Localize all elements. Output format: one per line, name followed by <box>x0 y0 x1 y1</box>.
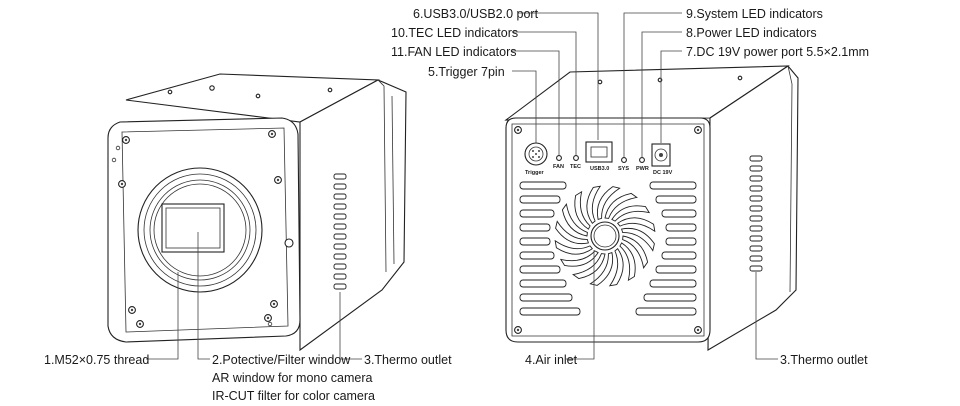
rear-camera: Trigger FAN TEC USB3.0 SYS PWR DC 19V <box>504 65 799 351</box>
sys-led <box>621 157 627 163</box>
callout-usb-port: 6.USB3.0/USB2.0 port <box>413 7 539 21</box>
fan-blade <box>611 205 651 222</box>
side-vents-right <box>749 155 763 272</box>
front-screws <box>111 130 282 328</box>
fan-grille <box>554 185 656 287</box>
tec-led <box>573 155 579 161</box>
rear-vents <box>519 181 697 316</box>
fan-blade <box>561 203 588 237</box>
side-vents-left <box>333 173 347 290</box>
panel-label-pwr: PWR <box>636 166 649 172</box>
front-camera <box>107 73 407 352</box>
panel-label-sys: SYS <box>618 166 629 172</box>
callout-tec-led: 10.TEC LED indicators <box>391 26 518 40</box>
panel-label-dc: DC 19V <box>653 170 673 176</box>
usb-port <box>585 141 613 163</box>
panel-label-fan: FAN <box>553 164 564 170</box>
side-rim <box>377 79 387 273</box>
fan-blade <box>554 239 593 255</box>
front-camera-side-face <box>299 79 407 352</box>
callout-air-inlet: 4.Air inlet <box>525 353 578 367</box>
fan-blade <box>574 190 591 230</box>
callout-thread: 1.M52×0.75 thread <box>44 353 149 367</box>
fan-blade <box>604 192 638 219</box>
callout-thermo-left: 3.Thermo outlet <box>364 353 452 367</box>
fan-blade <box>596 186 621 220</box>
callouts: 6.USB3.0/USB2.0 port 10.TEC LED indicato… <box>44 7 869 403</box>
callout-window: 2.Potective/Filter window <box>212 353 351 367</box>
callout-window-ir: IR-CUT filter for color camera <box>212 389 375 403</box>
fan-blade <box>621 227 655 252</box>
panel-label-usb: USB3.0 <box>590 166 609 172</box>
callout-dc-port: 7.DC 19V power port 5.5×2.1mm <box>686 45 869 59</box>
leader-lines <box>146 12 778 360</box>
fan-blade <box>589 252 614 286</box>
fan-hub <box>590 221 620 251</box>
fan-blade <box>559 250 599 267</box>
panel-label-tec: TEC <box>570 164 581 170</box>
fan-blade <box>608 248 624 287</box>
fan-blade <box>619 242 636 282</box>
panel-label-trigger: Trigger <box>525 170 545 176</box>
callout-trigger: 5.Trigger 7pin <box>428 65 505 79</box>
callout-fan-led: 11.FAN LED indicators <box>391 45 517 59</box>
pwr-led <box>639 157 645 163</box>
fan-blade <box>572 253 606 280</box>
fan-blade <box>622 235 649 269</box>
rear-screws <box>514 75 743 334</box>
fan-blade <box>555 220 589 245</box>
fan-blade <box>617 217 656 233</box>
fan-led <box>556 155 562 161</box>
fan-blade <box>586 185 602 224</box>
filter-window <box>161 203 225 253</box>
callout-window-ar: AR window for mono camera <box>212 371 373 385</box>
callout-thermo-right: 3.Thermo outlet <box>780 353 868 367</box>
callout-system-led: 9.System LED indicators <box>686 7 823 21</box>
callout-power-led: 8.Power LED indicators <box>686 26 817 40</box>
